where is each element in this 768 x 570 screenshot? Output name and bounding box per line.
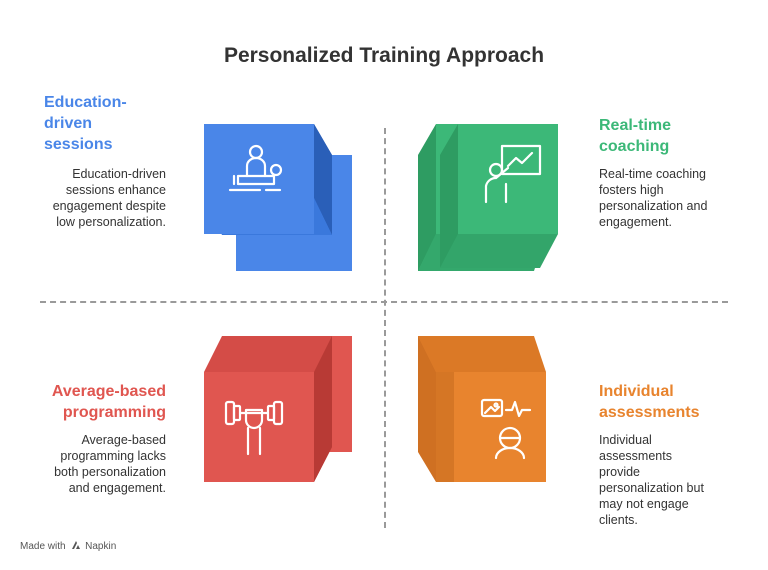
real-time-coaching-heading: Real-time coaching (599, 117, 672, 155)
individual-assessments-heading: Individual assessments (599, 383, 700, 421)
napkin-logo-icon (72, 541, 81, 549)
education-driven-description: Education-driven sessions enhance engage… (52, 167, 166, 229)
average-based-heading: Average-based programming (51, 383, 166, 421)
dumbbell-icon (224, 400, 284, 456)
vertical-axis-divider (384, 128, 386, 528)
diagram-title: Personalized Training Approach (223, 44, 545, 67)
individual-assessments-description: Individual assessments provide personali… (599, 433, 704, 527)
lecture-icon (228, 144, 283, 192)
individual-assessments-cube (418, 336, 546, 482)
assessment-profile-icon (480, 398, 532, 460)
napkin-brand-label: Napkin (85, 541, 117, 552)
presenter-board-icon (484, 144, 542, 204)
education-driven-cube (204, 124, 352, 271)
horizontal-axis-divider (40, 301, 728, 303)
real-time-coaching-description: Real-time coaching fosters high personal… (599, 167, 708, 229)
average-based-description: Average-based programming lacks both per… (54, 433, 166, 495)
education-driven-heading: Education- driven sessions (44, 94, 127, 153)
made-with-label: Made with (20, 541, 66, 552)
made-with-footer[interactable]: Made with Napkin (20, 540, 116, 552)
